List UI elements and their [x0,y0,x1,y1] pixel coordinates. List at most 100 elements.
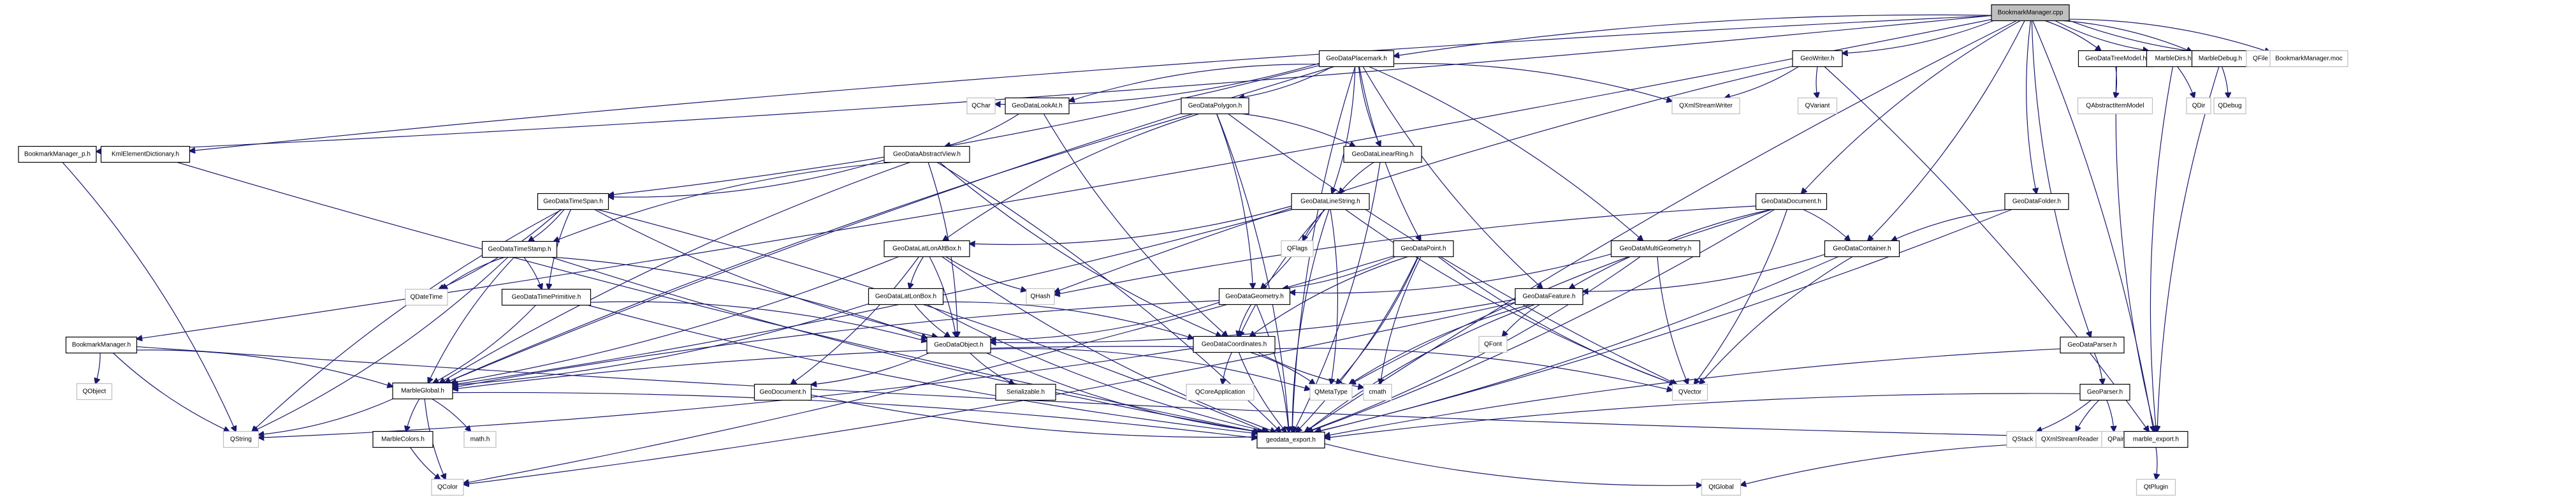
node-geodatadocument-h[interactable]: GeoDataDocument.h [1755,193,1828,210]
node-geodatatreemodel-h[interactable]: GeoDataTreeModel.h [2078,50,2154,68]
node-bookmarkmanager-p-h[interactable]: BookmarkManager_p.h [18,145,97,163]
node-geodatatimestamp-h[interactable]: GeoDataTimeStamp.h [481,240,558,258]
node-box [481,240,558,258]
node-geodatalatlonbox-h[interactable]: GeoDataLatLonBox.h [868,288,944,305]
edge-marbledebug-h-to-qdebug [2221,66,2229,98]
node-marbledirs-h[interactable]: MarbleDirs.h [2146,50,2201,68]
node-geodataobject-h[interactable]: GeoDataObject.h [926,336,991,354]
node-box [753,383,812,401]
node-marbledebug-h[interactable]: MarbleDebug.h [2191,50,2250,68]
edge-geodatatimestamp-h-to-geodata-export-h [551,256,1259,432]
edge-geoparser-h-to-geodata-export-h [1325,393,2081,438]
edge-bookmarkmanager-cpp-to-geodata-export-h [1305,20,2017,432]
node-box [463,430,497,448]
edge-geodataobject-h-to-serializable-h [970,353,1015,385]
node-label: QCoreApplication [1195,389,1245,396]
node-qdebug: QDebug [2213,97,2246,115]
edge-geodatageometry-h-to-geodatacoordinates-h [1237,304,1252,337]
node-marble-export-h[interactable]: marble_export.h [2123,430,2188,448]
node-serializable-h[interactable]: Serializable.h [995,383,1056,401]
edge-geodataparser-h-to-geodata-export-h [1325,348,2061,436]
edge-geodatafeature-h-to-qmetatype [1350,304,1531,385]
node-box [1610,240,1701,258]
edge-geodatalatlonaltbox-h-to-marbleglobal-h [451,256,899,383]
node-geodatalinestring-h[interactable]: GeoDataLineString.h [1291,193,1370,210]
node-label: QFlags [1287,246,1307,253]
node-qchar: QChar [966,97,996,115]
node-box [1363,383,1392,401]
node-kmlelementdictionary-h[interactable]: KmlElementDictionary.h [100,145,191,163]
node-geodatacontainer-h[interactable]: GeoDataContainer.h [1824,240,1900,258]
node-box [2004,193,2069,210]
node-geodatafeature-h[interactable]: GeoDataFeature.h [1515,288,1583,305]
node-label: QStack [2012,436,2034,443]
edge-geodatafolder-h-to-geodatacontainer-h [1891,209,2007,241]
node-geodatalatlonaltbox-h[interactable]: GeoDataLatLonAltBox.h [884,240,970,258]
edge-geoparser-h-to-qpair [2106,400,2114,432]
edge-geodatafolder-h-to-geodata-export-h [1316,209,2012,432]
node-box [405,288,448,306]
node-label: QDateTime [411,294,443,301]
edge-geodatatimestamp-h-to-marbleglobal-h [428,257,514,383]
node-box [2060,336,2125,354]
node-box [537,193,609,210]
node-geodatageometry-h[interactable]: GeoDataGeometry.h [1218,288,1291,305]
node-geodatamultigeometry-h[interactable]: GeoDataMultiGeometry.h [1610,240,1701,258]
node-box [1671,383,1708,401]
edge-geodatadocument-h-to-qmetatype [1350,209,1772,385]
node-geodatatimespan-h[interactable]: GeoDataTimeSpan.h [537,193,609,210]
node-geodataabstractview-h[interactable]: GeoDataAbstractView.h [884,145,970,163]
edge-geodatalatlonaltbox-h-to-qhash [945,256,1026,291]
node-geodataplacemark-h[interactable]: GeoDataPlacemark.h [1318,50,1395,68]
edge-geodataplacemark-h-to-geodatalinestring-h [1332,66,1356,194]
edge-marblecolors-h-to-qcolor [410,447,440,480]
node-label: QVariant [1805,103,1830,110]
edge-geodatalinestring-h-to-geodatalatlonaltbox-h [970,205,1292,244]
node-label: GeoDataObject.h [934,342,983,349]
node-box [2213,97,2246,115]
node-qcoreapplication: QCoreApplication [1186,383,1255,401]
node-label: GeoDataGeometry.h [1225,293,1284,300]
edge-geodatacoordinates-h-to-qmetatype [1250,351,1314,385]
edge-geodatatimespan-h-to-geodatatimestamp-h [528,209,565,242]
node-label: QXmlStreamWriter [1679,103,1733,110]
node-geodatalinearring-h[interactable]: GeoDataLinearRing.h [1343,145,1422,163]
node-geodatatimeprimitive-h[interactable]: GeoDataTimePrimitive.h [501,288,592,306]
node-bookmarkmanager-h[interactable]: BookmarkManager.h [65,336,138,354]
node-geodatacoordinates-h[interactable]: GeoDataCoordinates.h [1193,335,1276,353]
node-geodocument-h[interactable]: GeoDocument.h [753,383,812,401]
edge-geodatafeature-h-to-geodataobject-h [991,298,1516,342]
node-marblecolors-h[interactable]: MarbleColors.h [372,430,433,448]
node-label: QAbstractItemModel [2086,103,2144,110]
node-box [1792,50,1843,68]
node-box [1343,145,1422,163]
node-geodataparser-h[interactable]: GeoDataParser.h [2060,336,2125,354]
edge-geodatadocument-h-to-geodata-export-h [1307,209,1775,432]
edge-geodatacoordinates-h-to-marbleglobal-h [453,346,1194,389]
node-label: QChar [971,103,991,110]
node-qstring: QString [222,430,259,448]
node-geodatapoint-h[interactable]: GeoDataPoint.h [1393,240,1454,258]
node-box [2035,430,2104,448]
node-box [2079,383,2130,401]
edge-geodatatimespan-h-to-qstring [252,209,562,432]
node-geowriter-h[interactable]: GeoWriter.h [1792,50,1843,68]
node-geodatalookat-h[interactable]: GeoDataLookAt.h [1005,97,1070,115]
edge-geodatatimestamp-h-to-qstring [252,257,509,432]
node-bookmarkmanager-cpp[interactable]: BookmarkManager.cpp [1991,4,2070,22]
edge-kmlelementdictionary-h-to-geodata-export-h [177,161,1259,432]
node-geodata-export-h[interactable]: geodata_export.h [1256,431,1325,449]
node-label: GeoDataFolder.h [2012,198,2061,205]
edge-bookmarkmanager-cpp-to-bookmarkmanager-p-h [96,15,1992,151]
edge-geodatalatlonbox-h-to-geodatacoordinates-h [943,301,1194,338]
edge-geodatapolygon-h-to-geodatalatlonaltbox-h [943,113,1199,241]
edge-bookmarkmanager-cpp-to-geodataplacemark-h [1394,14,1992,56]
node-geodatapolygon-h[interactable]: GeoDataPolygon.h [1181,97,1249,115]
edge-geodata-export-h-to-qtglobal [1324,443,1702,486]
node-box [2123,430,2188,448]
node-geoparser-h[interactable]: GeoParser.h [2079,383,2130,401]
node-marbleglobal-h[interactable]: MarbleGlobal.h [392,382,453,400]
node-geodatafolder-h[interactable]: GeoDataFolder.h [2004,193,2069,210]
edge-geodatapoint-h-to-qmetatype [1336,256,1419,385]
edge-geodatacoordinates-h-to-qvector [1274,348,1673,390]
